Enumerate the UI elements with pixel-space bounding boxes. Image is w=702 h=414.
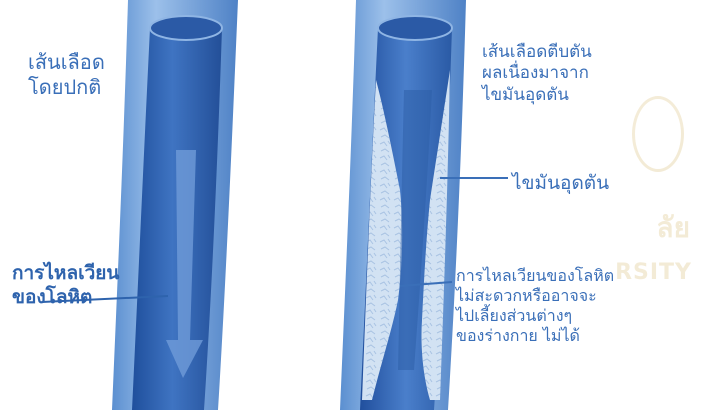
blocked-vessel-opening [378, 16, 452, 40]
plaque-label: ไขมันอุดตัน [512, 172, 609, 196]
blocked-flow-label-line: การไหลเวียนของโลหิต [456, 266, 614, 286]
normal-vessel-label: เส้นเลือด โดยปกติ [28, 50, 105, 100]
blocked-flow-label-line: ไปเลี้ยงส่วนต่างๆ [456, 306, 614, 326]
watermark-seal [632, 96, 684, 172]
normal-vessel-label-line: เส้นเลือด [28, 50, 105, 75]
normal-vessel-opening [150, 16, 222, 40]
blocked-vessel-label-line: ไขมันอุดตัน [482, 85, 592, 106]
flow-label-line: ของโลหิต [12, 286, 119, 310]
watermark-text-thai: ลัย [656, 206, 690, 250]
blocked-flow-label-line: ไม่สะดวกหรืออาจจะ [456, 286, 614, 306]
watermark-text-latin: RSITY [615, 260, 692, 285]
flow-label: การไหลเวียน ของโลหิต [12, 262, 119, 310]
blocked-flow-label-line: ของร่างกาย ไม่ได้ [456, 326, 614, 346]
blocked-vessel-label: เส้นเลือดตีบตัน ผลเนื่องมาจาก ไขมันอุดตั… [482, 42, 592, 106]
blocked-vessel-label-line: เส้นเลือดตีบตัน [482, 42, 592, 63]
watermark: ลัย RSITY [624, 96, 694, 316]
normal-vessel-label-line: โดยปกติ [28, 75, 105, 100]
blocked-vessel-label-line: ผลเนื่องมาจาก [482, 63, 592, 84]
flow-label-line: การไหลเวียน [12, 262, 119, 286]
plaque-label-text: ไขมันอุดตัน [512, 172, 609, 196]
blocked-flow-label: การไหลเวียนของโลหิต ไม่สะดวกหรืออาจจะ ไป… [456, 266, 614, 346]
